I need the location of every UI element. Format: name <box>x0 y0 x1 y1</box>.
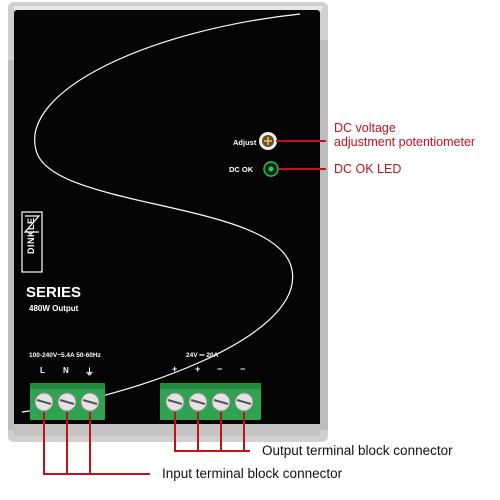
brand-text: DINKLE <box>26 217 36 255</box>
input-connector-callout: Input terminal block connector <box>162 466 343 481</box>
input-terminal-label-l: L <box>40 366 45 375</box>
input-leader <box>43 412 150 475</box>
output-terminal-label-plus-1: + <box>172 364 178 374</box>
led-callout: DC OK LED <box>334 162 402 176</box>
adjust-label: Adjust <box>233 138 257 147</box>
front-panel <box>14 10 320 430</box>
output-spec: 24V ⎓ 20A <box>186 352 219 359</box>
housing-top-edge <box>14 6 322 12</box>
dinkle-logo <box>21 211 43 273</box>
output-connector-callout: Output terminal block connector <box>262 443 453 458</box>
output-terminal-screw[interactable] <box>211 392 231 412</box>
ground-icon: ⏚ <box>85 367 95 377</box>
housing-right-rail <box>318 40 328 430</box>
dc-ok-label: DC OK <box>229 165 254 174</box>
potentiometer-callout-line1: DC voltage <box>334 121 396 135</box>
input-terminal-screw[interactable] <box>57 392 77 412</box>
input-terminal-label-n: N <box>63 366 69 375</box>
callout-leader-lines <box>43 140 326 475</box>
bottom-strip <box>14 424 320 436</box>
adjust-potentiometer[interactable] <box>259 132 277 150</box>
output-terminal-screw[interactable] <box>234 392 254 412</box>
output-terminal-screw[interactable] <box>188 392 208 412</box>
decorative-swoosh <box>21 13 301 413</box>
series-title: SERIES <box>26 284 82 301</box>
input-spec: 100-240V~5.4A 50-60Hz <box>29 352 101 359</box>
input-terminal-screw[interactable] <box>80 392 100 412</box>
potentiometer-callout-line2: adjustment potentiometer <box>334 135 476 149</box>
housing-left-rail <box>8 60 18 430</box>
output-terminal-label-minus-1: − <box>217 364 223 374</box>
output-terminal-label-minus-2: − <box>240 364 246 374</box>
output-terminal-screw[interactable] <box>165 392 185 412</box>
output-terminal-block <box>160 383 261 420</box>
dc-ok-led <box>263 161 279 177</box>
output-terminal-label-plus-2: + <box>195 364 201 374</box>
output-leader <box>174 412 250 452</box>
input-terminal-screw[interactable] <box>34 392 54 412</box>
output-rating: 480W Output <box>29 304 79 313</box>
